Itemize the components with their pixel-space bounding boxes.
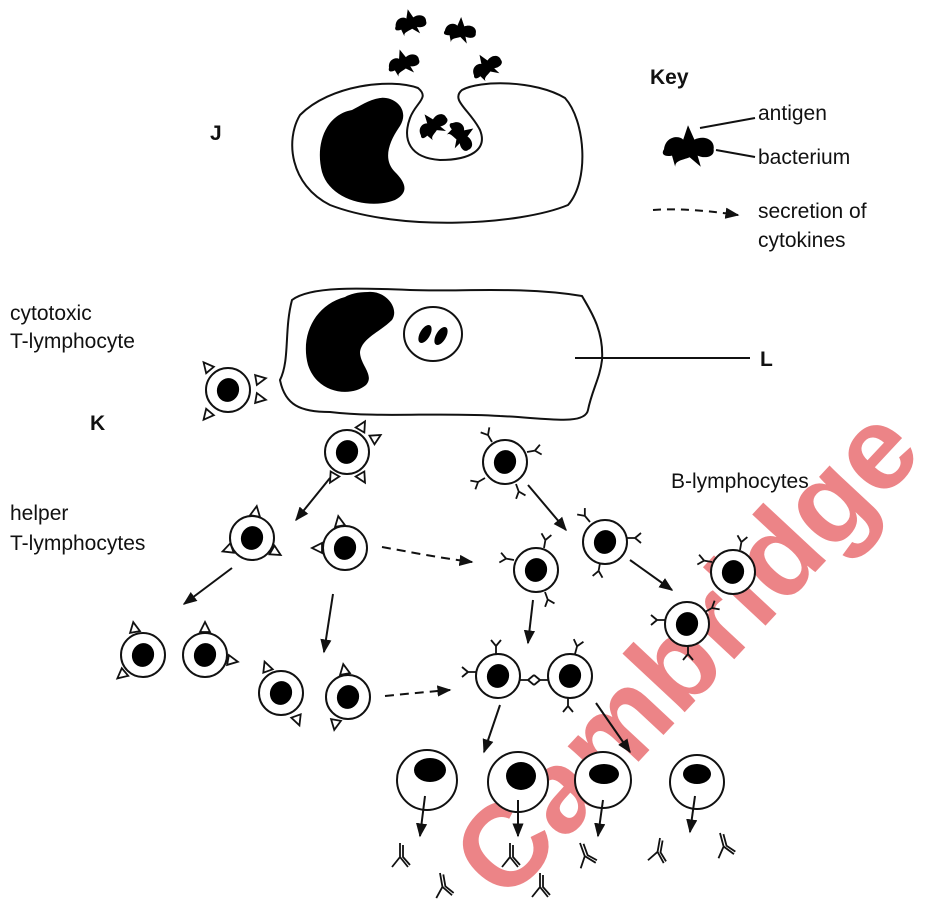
free-bacteria: [384, 6, 506, 85]
label-cytotoxic-1: cytotoxic: [10, 302, 92, 325]
label-helper-2: T-lymphocytes: [10, 532, 145, 555]
cytotoxic-t-lymphocyte-k: [200, 359, 267, 423]
bacterium-icon: [663, 125, 714, 167]
key-cytokines-2: cytokines: [758, 229, 846, 252]
helper-t-cell-activated: [325, 419, 383, 485]
antigen-presenting-cell-l: [280, 289, 750, 420]
dashed-arrow-icon: [653, 209, 738, 215]
helper-t-cells-row2: [221, 505, 367, 570]
key: Key antigen bacterium secretion of cytok…: [650, 66, 867, 252]
helper-t-cells-row3: [114, 621, 370, 730]
label-helper-1: helper: [10, 502, 68, 525]
phagocyte-cell-j: [292, 83, 582, 222]
label-b-lymphocytes: B-lymphocytes: [671, 470, 809, 493]
key-cytokines-1: secretion of: [758, 200, 867, 223]
label-k: K: [90, 412, 105, 435]
key-bacterium: bacterium: [758, 146, 850, 169]
label-l: L: [760, 348, 773, 371]
label-j: J: [210, 122, 222, 145]
key-title: Key: [650, 66, 689, 89]
key-antigen: antigen: [758, 102, 827, 125]
label-cytotoxic-2: T-lymphocyte: [10, 330, 135, 353]
